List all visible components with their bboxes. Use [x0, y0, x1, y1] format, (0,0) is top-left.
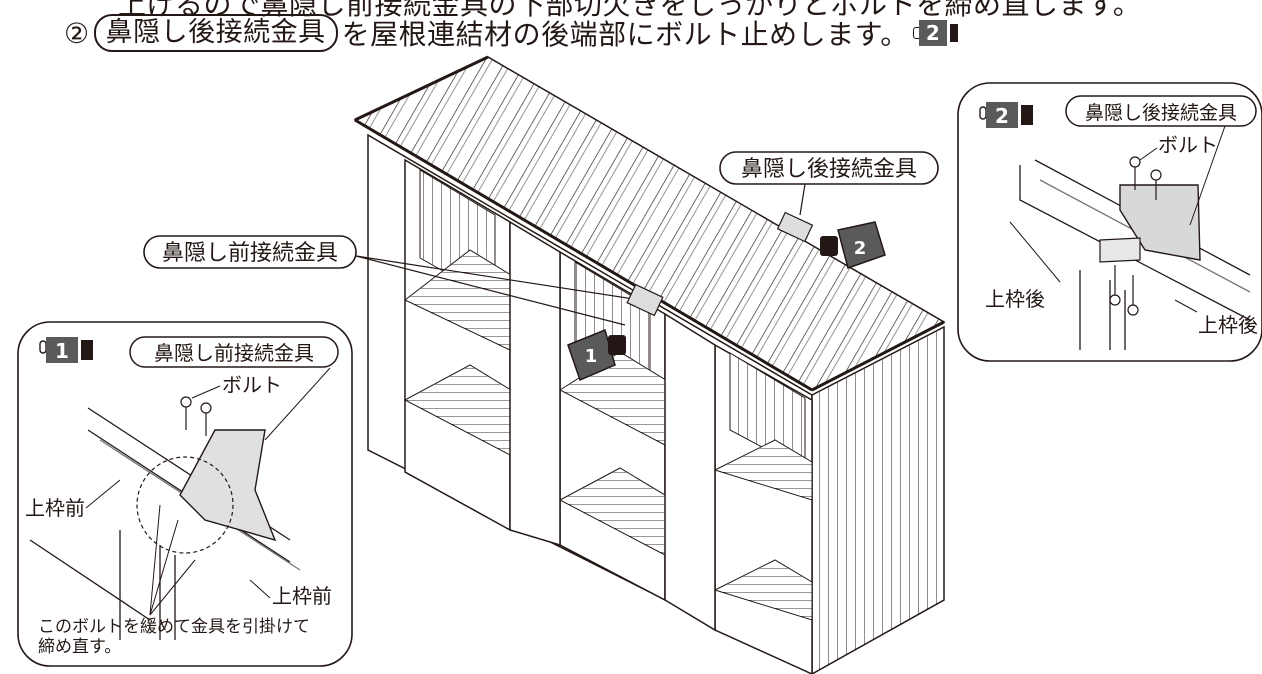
detail1-title: 鼻隠し前接続金具 — [154, 341, 314, 365]
detail2-badge: 2 — [995, 104, 1009, 128]
rear-fitting-pill: 鼻隠し後接続金具 — [93, 14, 338, 52]
instruction-line-1: 上げるので鼻隠し前接続金具の下部切欠きをしっかりとボルトを締め直します。 — [118, 0, 1141, 23]
camera-body-icon — [912, 27, 919, 39]
callout-front-fitting: 鼻隠し前接続金具 — [143, 235, 641, 326]
detail2-bolt-label: ボルト — [1158, 133, 1218, 157]
camera-lens-icon — [950, 24, 959, 42]
rear-fitting-label: 鼻隠し後接続金具 — [741, 157, 917, 182]
instruction-text-1: 上げるので鼻隠し前接続金具の下部切欠きをしっかりとボルトを締め直します。 — [118, 0, 1142, 21]
detail1-frame-right: 上枠前 — [272, 584, 332, 608]
instruction-line-2: ② 鼻隠し後接続金具 を屋根連結材の後端部にボルト止めします。 2 — [64, 13, 959, 53]
camera-badge-2: 2 — [912, 20, 959, 46]
step-number: ② — [64, 16, 90, 50]
camera-2-number: 2 — [854, 238, 867, 259]
detail2-frame-left: 上枠後 — [985, 287, 1045, 311]
camera-1-icon: 1 — [567, 328, 626, 382]
instruction-text-2: を屋根連結材の後端部にボルト止めします。 — [341, 18, 909, 51]
camera-2-icon: 2 — [820, 221, 886, 269]
detail1-note-line1: このボルトを緩めて金具を引掛けて — [38, 617, 310, 637]
detail-panel-2: 2 鼻隠し後接続金具 ボルト 上枠後 上枠後 — [957, 82, 1262, 362]
camera-1-number: 1 — [585, 346, 598, 367]
detail-panel-1: 1 鼻隠し前接続金具 ボルト 上枠前 上枠前 — [17, 321, 353, 667]
camera-number: 2 — [918, 20, 948, 46]
detail1-note-line2: 締め直す。 — [38, 637, 121, 657]
callout-rear-fitting: 鼻隠し後接続金具 — [719, 151, 939, 216]
shed-illustration — [353, 55, 946, 674]
front-fitting-label: 鼻隠し前接続金具 — [162, 241, 338, 266]
detail1-badge: 1 — [55, 339, 69, 363]
detail1-frame-left: 上枠前 — [25, 496, 85, 520]
detail2-frame-right: 上枠後 — [1198, 313, 1258, 337]
detail2-title: 鼻隠し後接続金具 — [1085, 102, 1237, 124]
roof-fittings — [626, 211, 814, 317]
detail1-bolt-label: ボルト — [222, 373, 282, 397]
